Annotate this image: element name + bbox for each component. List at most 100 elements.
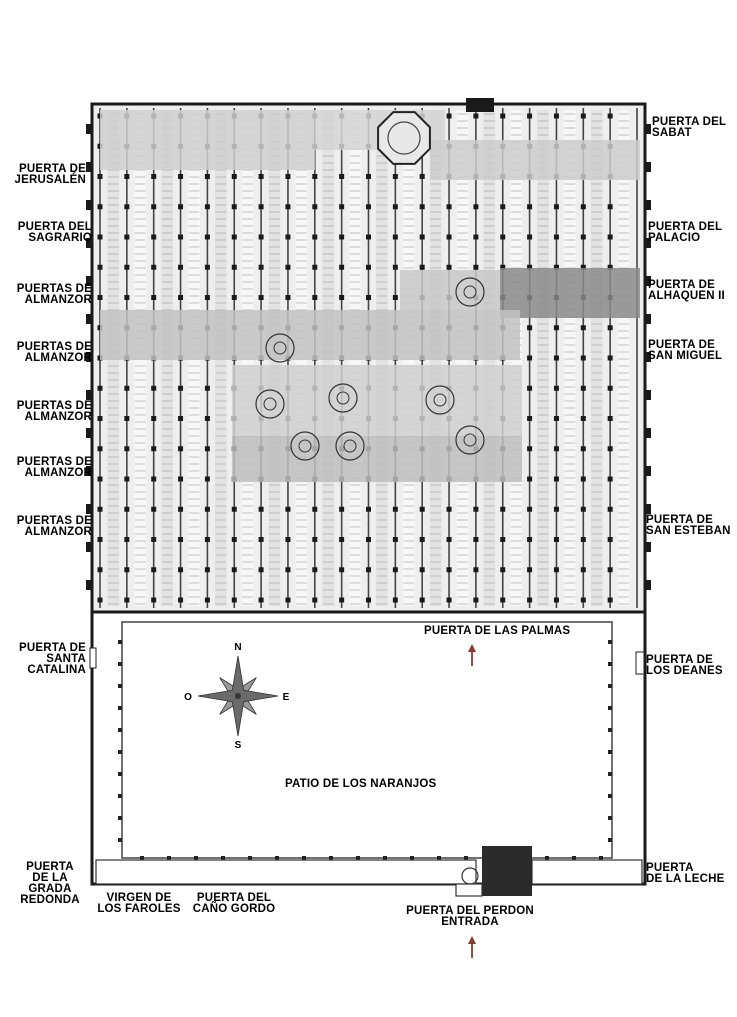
pillar [97,234,103,240]
pillar [178,506,184,512]
buttress [86,162,92,172]
pillar [419,506,425,512]
pillar [97,264,103,270]
pillar [231,295,237,300]
pillar [124,234,130,240]
rosette [273,341,287,355]
gallery-pillar [608,816,612,820]
rosette [463,433,477,447]
buttress [86,314,92,324]
pillar [607,264,613,270]
pillar [178,204,184,210]
pillar [204,446,210,452]
pillar [339,537,345,542]
pillar [97,476,103,482]
pillar [392,597,398,603]
pillar [339,295,345,300]
gallery-pillar [599,856,603,860]
perdon-gate [455,883,483,897]
pillar [312,567,318,573]
buttress [645,352,651,362]
rosette [255,389,285,419]
pillar [231,506,237,512]
aisle [590,110,603,606]
gallery-pillar [118,838,122,842]
pillar [231,234,237,240]
pillar [178,446,184,452]
pillar [580,204,586,210]
gallery-pillar [608,838,612,842]
pillar [366,537,371,542]
pillar [97,416,103,421]
buttress [645,238,651,248]
pillar [285,506,291,512]
pillar [607,446,613,452]
pillar [97,385,103,391]
label-patio-naranjos: PATIO DE LOS NARANJOS [285,778,437,790]
pillar [97,446,103,452]
pillar [312,174,318,179]
gallery-pillar [356,856,360,860]
pillar [204,597,210,603]
rosette [463,285,477,299]
buttress [86,200,92,210]
pillar [607,537,613,542]
pillar [607,567,613,573]
gallery-pillar [329,856,333,860]
pillar [607,385,613,391]
pillar [231,204,237,210]
pillar [366,264,371,270]
pillar [366,204,371,210]
pillar [285,597,291,603]
pillar [553,597,559,603]
gallery-pillar [275,856,279,860]
pillar [446,567,452,573]
pillar [419,174,425,179]
pillar [204,204,210,210]
pillar [178,174,184,179]
pillar [178,567,184,573]
pillar [151,295,157,300]
pillar [473,597,479,603]
mihrab-dome [377,111,431,165]
pillar [285,295,291,300]
pillar [446,234,452,240]
compass-letter-n: N [234,642,241,653]
pillar [500,204,506,210]
pillar [366,174,371,179]
pillar [500,597,506,603]
pillar [527,355,533,361]
pillar [446,204,452,210]
pillar [258,174,264,179]
pillar [258,537,264,542]
pillar [527,567,533,573]
pillar [580,597,586,603]
pillar [285,234,291,240]
pillar [392,537,398,542]
entrance-arrow-head [468,644,476,652]
pillar [178,385,184,391]
pillar [446,264,452,270]
pillar [392,174,398,179]
pillar [204,385,210,391]
buttress [86,276,92,286]
pillar [392,264,398,270]
pillar [258,506,264,512]
pillar [527,446,533,452]
buttress [645,162,651,172]
buttress [86,124,92,134]
patio-inner-wall [121,621,613,859]
pillar [312,506,318,512]
pillar [580,355,586,361]
pillar [97,506,103,512]
pillar [124,446,130,452]
gallery-pillar [608,794,612,798]
gallery-pillar [545,856,549,860]
